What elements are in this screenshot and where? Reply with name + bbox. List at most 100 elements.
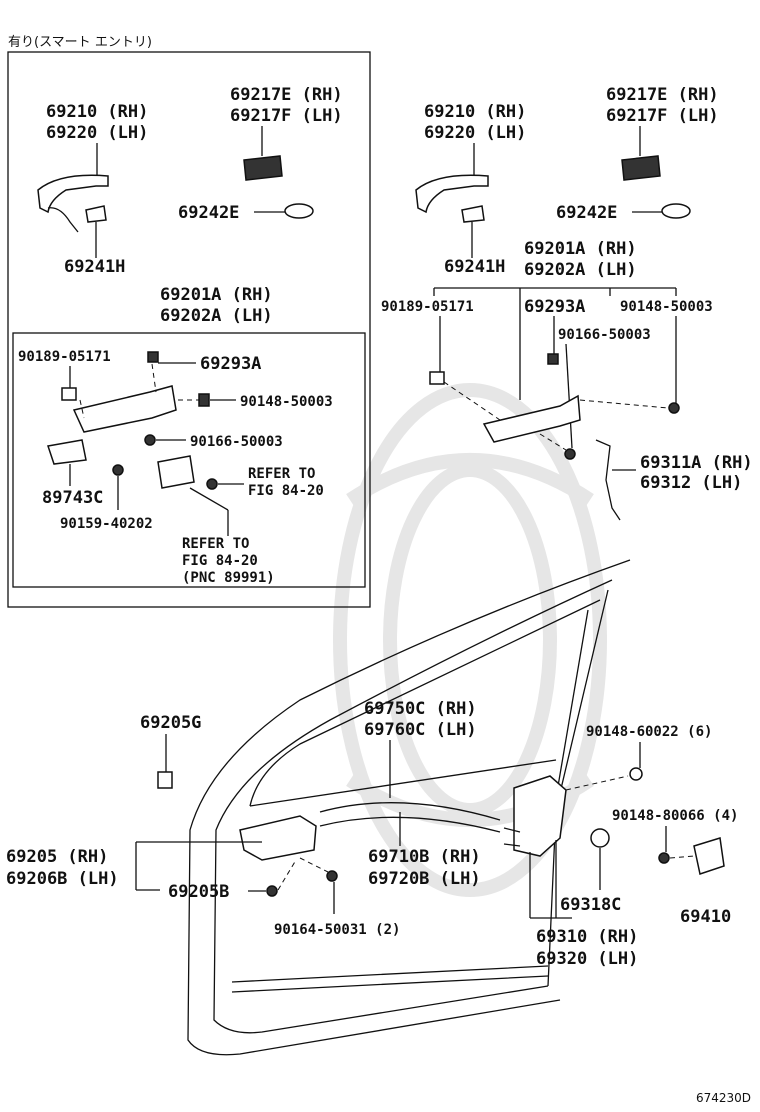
lock-detail [503, 827, 521, 847]
cover-label: 69241H [444, 257, 505, 277]
bolt-icon [198, 393, 210, 407]
screw-icon [658, 852, 670, 864]
dashed-leader [79, 399, 85, 419]
inset-frame-lh-label: 69202A (LH) [160, 306, 273, 326]
screw-icon [206, 478, 218, 490]
inset-handle-lh-label: 69220 (LH) [46, 123, 148, 143]
door-outer-frame [187, 559, 631, 1056]
clip-label: 69293A [524, 297, 585, 317]
image-code: 674230D [696, 1091, 751, 1105]
pad-icon [661, 203, 691, 219]
cap-icon [243, 155, 283, 181]
inset-cap-lh-label: 69217F (LH) [230, 106, 343, 126]
bracket-icon [47, 439, 87, 465]
inset-frame-rh-label: 69201A (RH) [160, 285, 273, 305]
pad-label: 69242E [556, 203, 617, 223]
cable-icon [319, 802, 501, 833]
striker-label: 69410 [680, 907, 731, 927]
screw-bottom-label: 90164-50031 (2) [274, 922, 400, 938]
lock-screw-label: 90148-60022 (6) [586, 724, 712, 740]
cap-icon [590, 828, 610, 848]
inset-screw-a-label: 90189-05171 [18, 349, 111, 365]
dashed-leader [151, 363, 157, 393]
striker-screw-label: 90148-80066 (4) [612, 808, 738, 824]
cover-icon [461, 205, 485, 223]
door-inner-frame [213, 579, 613, 1034]
leader [565, 343, 573, 449]
refer2-line1: REFER TO [182, 536, 249, 552]
inset-bolt-b-label: 90166-50003 [190, 434, 283, 450]
screw-inner-label: 69205B [168, 882, 229, 902]
inner-lh-label: 69206B (LH) [6, 869, 119, 889]
dashed-leader [277, 859, 297, 891]
clip-icon [547, 353, 559, 365]
striker-icon [693, 837, 725, 875]
handle-lh-label: 69220 (LH) [424, 123, 526, 143]
stopper-icon [157, 771, 173, 789]
bolt-b-label: 90166-50003 [558, 327, 651, 343]
frame-rh-label: 69201A (RH) [524, 239, 637, 259]
screw-icon [112, 464, 124, 476]
inset-bolt-a-label: 90148-50003 [240, 394, 333, 410]
frame-icon [72, 385, 177, 433]
dashed-leader [565, 775, 629, 791]
inset-frame [7, 51, 371, 608]
rod-lh-label: 69312 (LH) [640, 473, 742, 493]
cap-icon [621, 155, 661, 181]
cable2-lh-label: 69720B (LH) [368, 869, 481, 889]
lock-rh-label: 69310 (RH) [536, 927, 638, 947]
dashed-leader [443, 381, 501, 421]
screw-icon [266, 885, 278, 897]
rod-icon [595, 439, 621, 521]
screw-icon [629, 767, 643, 781]
handle-wire [47, 207, 79, 233]
pad-icon [284, 203, 314, 219]
bolt-icon [668, 402, 680, 414]
cable2-rh-label: 69710B (RH) [368, 847, 481, 867]
inset-clip-label: 69293A [200, 354, 261, 374]
bolt-icon [564, 448, 576, 460]
screw-a-label: 90189-05171 [381, 299, 474, 315]
screw-icon [326, 870, 338, 882]
frame-lh-label: 69202A (LH) [524, 260, 637, 280]
door-lock-icon [513, 775, 567, 857]
dashed-leader [669, 855, 695, 859]
handle-rh-label: 69210 (RH) [424, 102, 526, 122]
inset-bracket-label: 89743C [42, 488, 103, 508]
inset-screw-b-label: 90159-40202 [60, 516, 153, 532]
belt-line [249, 759, 557, 807]
outside-handle-icon [37, 174, 109, 214]
inset-subframe [12, 332, 366, 588]
lock-cap-label: 69318C [560, 895, 621, 915]
antenna-icon [157, 455, 195, 489]
window-line [249, 599, 601, 807]
cover-icon [85, 205, 107, 223]
dashed-leader [579, 399, 669, 409]
door-trim [231, 965, 549, 993]
inner-rh-label: 69205 (RH) [6, 847, 108, 867]
screw-icon [61, 387, 77, 401]
header-note: 有り(スマート エントリ) [8, 35, 152, 50]
frame-icon [482, 394, 581, 443]
window-rear [555, 609, 589, 799]
bolt-a-label: 90148-50003 [620, 299, 713, 315]
refer2-line2: FIG 84-20 [182, 553, 258, 569]
refer2-line3: (PNC 89991) [182, 570, 275, 586]
inset-cover-label: 69241H [64, 257, 125, 277]
cable-rh-label: 69750C (RH) [364, 699, 477, 719]
cable-lh-label: 69760C (LH) [364, 720, 477, 740]
cap-lh-label: 69217F (LH) [606, 106, 719, 126]
lock-lh-label: 69320 (LH) [536, 949, 638, 969]
cap-rh-label: 69217E (RH) [606, 85, 719, 105]
clip-icon [147, 351, 159, 363]
leader [189, 487, 229, 511]
bolt-icon [144, 434, 156, 446]
stopper-label: 69205G [140, 713, 201, 733]
inside-handle-icon [239, 815, 317, 861]
rod-rh-label: 69311A (RH) [640, 453, 753, 473]
inset-cap-rh-label: 69217E (RH) [230, 85, 343, 105]
inset-pad-label: 69242E [178, 203, 239, 223]
inset-handle-rh-label: 69210 (RH) [46, 102, 148, 122]
screw-icon [429, 371, 445, 385]
dashed-leader [299, 857, 329, 873]
